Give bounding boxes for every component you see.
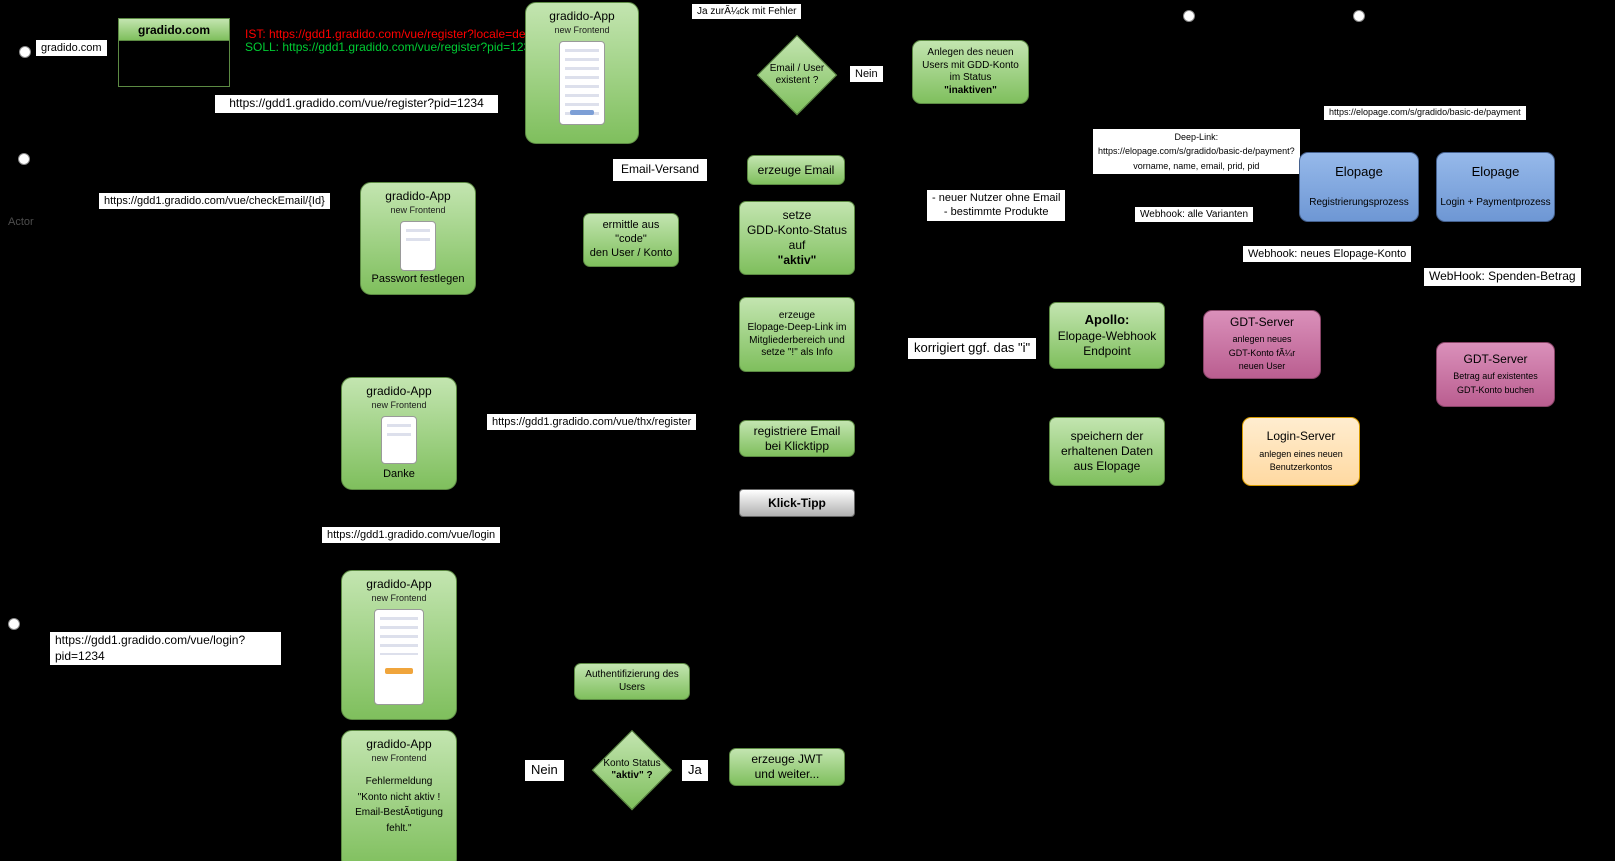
- process-speichern-daten-label: speichern der erhaltenen Daten aus Elopa…: [1060, 429, 1154, 473]
- app-title: gradido-App: [366, 737, 432, 751]
- login-server-title: Login-Server: [1266, 428, 1336, 443]
- gdt-title: GDT-Server: [1229, 315, 1294, 330]
- app-subtitle: new Frontend: [554, 25, 610, 35]
- konto-status-line2: "aktiv" ?: [611, 770, 653, 781]
- gdt-body: anlegen neues GDT-Konto fÃ¼r neuen User: [1228, 334, 1296, 372]
- url-label-elopage: https://elopage.com/s/gradido/basic-de/p…: [1324, 106, 1526, 120]
- decision-email-existent: Email / User existent ?: [756, 34, 838, 116]
- login-server-body: anlegen eines neuen Benutzerkontos: [1259, 448, 1343, 473]
- process-registriere-email-label: registriere Email bei Klicktipp: [753, 423, 841, 453]
- app-register-node: gradido-App new Frontend: [525, 2, 639, 144]
- external-gdt-server-anlegen: GDT-Server anlegen neues GDT-Konto fÃ¼r …: [1203, 310, 1321, 379]
- app-title: gradido-App: [549, 9, 615, 23]
- app-caption: Passwort festlegen: [371, 273, 465, 286]
- url-label-login-pid: https://gdd1.gradido.com/vue/login?pid=1…: [50, 632, 281, 666]
- konto-status-line1: Konto Status: [603, 757, 661, 769]
- process-ermittle-code: ermittle aus "code" den User / Konto: [583, 213, 679, 267]
- process-setze-status-value: "aktiv": [777, 253, 817, 267]
- process-erzeuge-deeplink-label: erzeuge Elopage-Deep-Link im Mitgliederb…: [747, 309, 847, 359]
- start-event-node: [1183, 10, 1195, 22]
- note-webhook-varianten: Webhook: alle Varianten: [1135, 207, 1254, 222]
- start-event-node: [8, 618, 20, 630]
- url-label-thx-register: https://gdd1.gradido.com/vue/thx/registe…: [487, 414, 697, 431]
- process-erzeuge-jwt: erzeuge JWT und weiter...: [729, 748, 845, 786]
- external-klicktipp: Klick-Tipp: [739, 489, 855, 517]
- external-elopage-login-payment: Elopage Login + Paymentprozess: [1436, 152, 1555, 222]
- website-node-title: gradido.com: [119, 19, 229, 41]
- phone-mockup-icon: [381, 416, 417, 465]
- process-setze-status-label: setze GDD-Konto-Status auf: [746, 208, 848, 252]
- phone-mockup-icon: [559, 41, 605, 126]
- process-authentifizierung: Authentifizierung des Users: [574, 663, 690, 700]
- elopage-title: Elopage: [1471, 164, 1520, 179]
- decision-konto-status-label: Konto Status "aktiv" ?: [592, 730, 672, 810]
- elopage-title: Elopage: [1335, 164, 1383, 179]
- process-anlegen-user: Anlegen des neuen Users mit GDD-Konto im…: [912, 40, 1029, 104]
- decision-konto-status: Konto Status "aktiv" ?: [591, 729, 673, 811]
- edge-label-ja: Ja: [682, 760, 708, 781]
- edge-label-ja-zurueck: Ja zurÃ¼ck mit Fehler: [692, 4, 802, 19]
- process-registriere-email: registriere Email bei Klicktipp: [739, 420, 855, 457]
- app-error-message: Fehlermeldung "Konto nicht aktiv ! Email…: [355, 776, 443, 834]
- klicktipp-label: Klick-Tipp: [768, 495, 826, 510]
- url-label-register: https://gdd1.gradido.com/vue/register?pi…: [215, 95, 498, 113]
- app-thanks-node: gradido-App new Frontend Danke: [341, 377, 457, 490]
- external-login-server: Login-Server anlegen eines neuen Benutze…: [1242, 417, 1360, 486]
- elopage-subtitle: Login + Paymentprozess: [1440, 197, 1551, 209]
- soll-url-annotation: SOLL: https://gdd1.gradido.com/vue/regis…: [245, 40, 537, 54]
- ist-url-annotation: IST: https://gdd1.gradido.com/vue/regist…: [245, 27, 526, 41]
- note-neuer-nutzer: - neuer Nutzer ohne Email - bestimmte Pr…: [927, 190, 1066, 221]
- edge-label-nein: Nein: [850, 66, 883, 83]
- phone-mockup-icon: [400, 221, 436, 272]
- app-subtitle: new Frontend: [371, 753, 427, 763]
- apollo-label: Elopage-Webhook Endpoint: [1057, 328, 1157, 358]
- gdt-title: GDT-Server: [1463, 352, 1528, 366]
- app-login-node: gradido-App new Frontend: [341, 570, 457, 720]
- app-subtitle: new Frontend: [371, 400, 427, 410]
- process-anlegen-user-label: Anlegen des neuen Users mit GDD-Konto im…: [922, 47, 1019, 83]
- website-node: gradido.com: [118, 18, 230, 87]
- external-elopage-registrierung: Elopage Registrierungsprozess: [1299, 152, 1419, 222]
- start-event-node: [1353, 10, 1365, 22]
- url-label-login: https://gdd1.gradido.com/vue/login: [322, 527, 501, 544]
- app-password-node: gradido-App new Frontend Passwort festle…: [360, 182, 476, 295]
- note-korrigiert: korrigiert ggf. das "i": [908, 338, 1037, 359]
- app-title: gradido-App: [385, 189, 451, 203]
- edge-label-nein: Nein: [525, 760, 564, 781]
- app-error-node: gradido-App new Frontend Fehlermeldung "…: [341, 730, 457, 861]
- process-erzeuge-jwt-label: erzeuge JWT und weiter...: [751, 752, 823, 781]
- app-subtitle: new Frontend: [390, 205, 446, 215]
- external-gdt-server-buchen: GDT-Server Betrag auf existentes GDT-Kon…: [1436, 342, 1555, 407]
- process-erzeuge-email: erzeuge Email: [747, 155, 845, 185]
- process-speichern-daten: speichern der erhaltenen Daten aus Elopa…: [1049, 417, 1165, 486]
- app-title: gradido-App: [366, 577, 432, 591]
- gdt-body: Betrag auf existentes GDT-Konto buchen: [1453, 371, 1538, 395]
- process-erzeuge-deeplink: erzeuge Elopage-Deep-Link im Mitgliederb…: [739, 297, 855, 372]
- app-subtitle: new Frontend: [371, 593, 427, 603]
- start-event-node: [18, 153, 30, 165]
- app-caption: Danke: [383, 468, 415, 481]
- actor-label: Actor: [8, 216, 34, 228]
- decision-email-existent-label: Email / User existent ?: [769, 62, 825, 87]
- process-authentifizierung-label: Authentifizierung des Users: [585, 669, 679, 693]
- start-event-node: [19, 46, 31, 58]
- process-erzeuge-email-label: erzeuge Email: [757, 162, 835, 177]
- elopage-subtitle: Registrierungsprozess: [1309, 197, 1409, 209]
- process-anlegen-user-status: "inaktiven": [944, 84, 997, 96]
- app-title: gradido-App: [366, 384, 432, 398]
- start-label-gradido-com: gradido.com: [36, 40, 107, 57]
- process-setze-status: setze GDD-Konto-Status auf "aktiv": [739, 201, 855, 275]
- note-webhook-spenden: WebHook: Spenden-Betrag: [1424, 268, 1581, 286]
- process-ermittle-code-label: ermittle aus "code" den User / Konto: [589, 219, 673, 259]
- note-email-versand: Email-Versand: [612, 158, 709, 182]
- note-deep-link: Deep-Link: https://elopage.com/s/gradido…: [1093, 129, 1300, 175]
- url-label-check-email: https://gdd1.gradido.com/vue/checkEmail/…: [99, 193, 330, 210]
- phone-mockup-icon: [374, 609, 424, 706]
- process-apollo-endpoint: Apollo: Elopage-Webhook Endpoint: [1049, 302, 1165, 369]
- note-webhook-neues-konto: Webhook: neues Elopage-Konto: [1243, 246, 1412, 263]
- apollo-title: Apollo:: [1084, 312, 1130, 328]
